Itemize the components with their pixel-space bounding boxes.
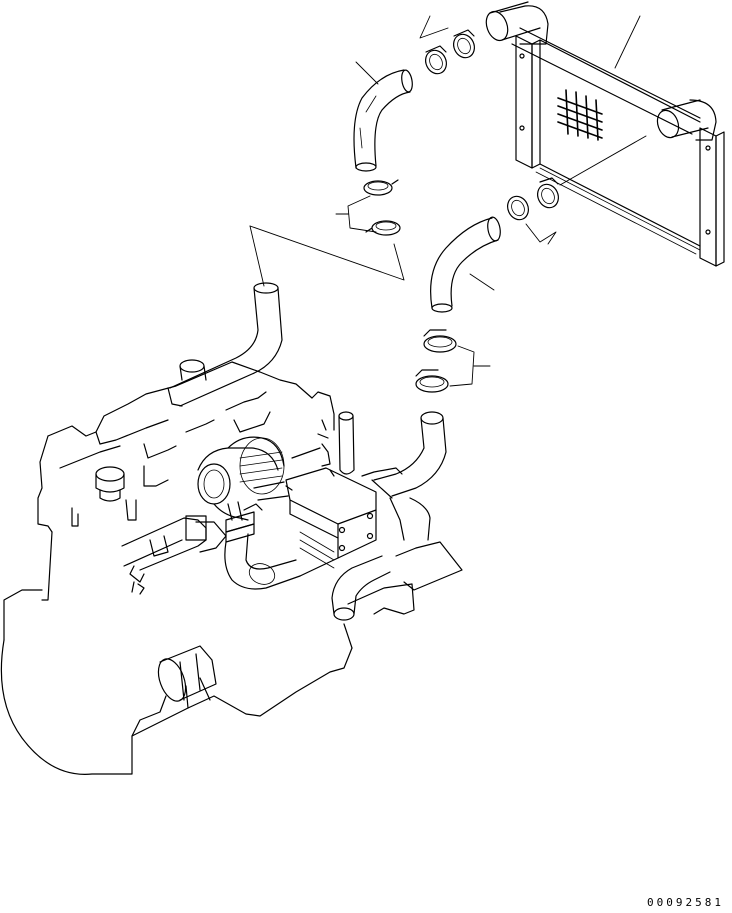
lower-hose [430,216,501,313]
aftercooler-inlet-elbow [371,411,447,541]
lower-hose-clamp-pair [507,177,559,245]
core-mesh-icon [557,89,603,141]
hose-clamp-set-b [415,329,491,393]
aftercooler-core [485,1,725,267]
upper-hose-clamp-pair [419,15,475,75]
intake-tube [167,282,283,407]
engine-block [0,361,463,775]
heat-shield [253,467,377,577]
upper-hose [353,61,413,172]
turbocharger [197,436,301,590]
side-piping [121,515,227,595]
pipe-risers [291,391,355,475]
drawing-number: 00092581 [647,896,724,909]
charge-air-tube [361,467,405,541]
hose-clamp-set-a [335,179,401,236]
